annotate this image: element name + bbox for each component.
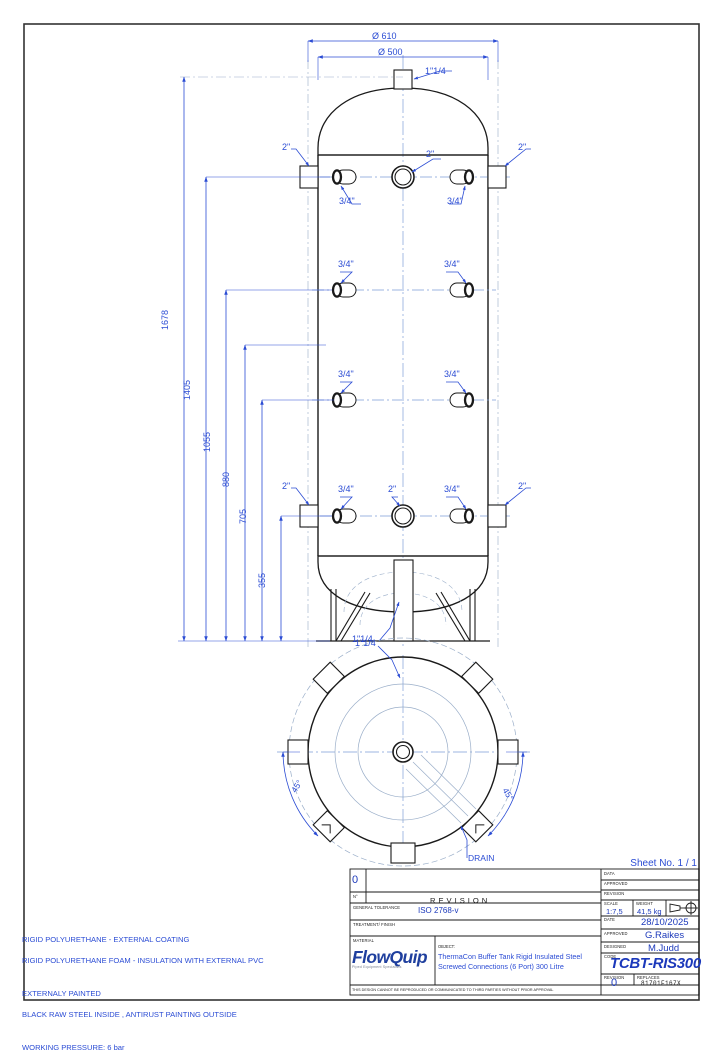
designed-label: DESIGNED: [604, 944, 627, 949]
port-2in-right-top: [487, 165, 507, 189]
revision-number-label: N°: [353, 894, 358, 899]
general-tolerance-label: GENERAL TOLERANCE: [353, 905, 401, 910]
date-value: 28/10/2025: [641, 917, 689, 928]
note-line-5: WORKING PRESSURE: 6 bar: [22, 1043, 125, 1053]
title-block-frame: [349, 868, 700, 996]
logo-text-flow: Flow: [352, 947, 390, 967]
port-row-bottom: [299, 504, 510, 528]
object-line-1: ThermaCon Buffer Tank Rigid Insulated St…: [438, 952, 582, 961]
elevation-view: [178, 39, 531, 648]
plan-head-inner-circle: [357, 706, 449, 798]
port-row-top: [299, 165, 510, 189]
designed-value: M.Judd: [648, 943, 680, 954]
port-row-2: [312, 282, 496, 298]
technical-drawing-canvas: [23, 23, 700, 1001]
plan-view: [277, 637, 530, 867]
data-label: DATA: [604, 871, 615, 876]
revision-bottom-label: REVISION: [604, 975, 625, 980]
object-line-2: Screwed Connections (6 Port) 300 Litre: [438, 961, 564, 971]
projection-symbol: [669, 901, 698, 915]
company-logo: FlowQuip Piped Equipment Specialists: [352, 948, 436, 978]
disclaimer-text: THIS DESIGN CANNOT BE REPRODUCED OR COMM…: [352, 988, 554, 992]
logo-text-quip: Quip: [389, 947, 427, 967]
port-callout-leaders: [291, 70, 531, 642]
plan-head-circle: [334, 683, 472, 821]
replaces-value: 81701F167X: [641, 980, 682, 987]
vertical-dimension-chain: [178, 76, 334, 642]
plan-angle-dimensions: [281, 751, 527, 837]
object-description: ThermaCon Buffer Tank Rigid Insulated St…: [438, 952, 598, 971]
revision-row-label: REVISION: [604, 891, 625, 896]
logo-text: FlowQuip: [352, 948, 436, 966]
port-row-3: [312, 392, 496, 408]
sheet-number: Sheet No. 1 / 1: [630, 858, 697, 869]
note-line-2: RIGID POLYURETHANE FOAM - INSULATION WIT…: [22, 955, 264, 965]
tank-legs: [330, 589, 476, 642]
material-label: MATERIAL: [353, 938, 374, 943]
hidden-base-arc: [343, 571, 463, 613]
scale-value: 1:7,5: [606, 907, 623, 916]
revision-bottom-value: 0: [611, 977, 618, 989]
weight-label: WEIGHT: [636, 901, 653, 906]
approved-top-label: APPROVED: [604, 881, 628, 886]
plan-leaders: [377, 645, 468, 858]
drawing-sheet: Ø 610 Ø 500 1"1/4 1678 1405 1055 880 705…: [22, 23, 701, 1052]
code-value: TCBT-RIS300: [610, 955, 701, 972]
revision-mark: 0: [352, 874, 359, 886]
general-tolerance-value: ISO 2768-v: [418, 906, 459, 915]
note-line-1: RIGID POLYURETHANE - EXTERNAL COATING: [22, 935, 190, 945]
bottom-drain-nozzle: [393, 559, 414, 642]
approved-label: APPROVED: [604, 931, 628, 936]
approved-value: G.Raikes: [645, 930, 685, 941]
scale-label: SCALE: [604, 901, 618, 906]
plan-drain-pipe: [405, 754, 477, 824]
note-line-4: BLACK RAW STEEL INSIDE , ANTIRUST PAINTI…: [22, 1009, 237, 1019]
logo-tagline: Piped Equipment Specialists: [352, 965, 402, 969]
note-line-3: EXTERNALY PAINTED: [22, 989, 101, 999]
revision-word: REVISION: [430, 896, 491, 905]
material-notes: RIGID POLYURETHANE - EXTERNAL COATING RI…: [22, 925, 342, 1064]
object-label: OBJECT:: [438, 944, 455, 949]
replaces-label: REPLACES: [637, 975, 660, 980]
date-label: DATE: [604, 917, 616, 922]
code-label: CODE: [604, 954, 617, 959]
top-nozzle: [393, 69, 413, 90]
treatment-finish-label: TREATMENT/ FINISH: [353, 922, 396, 927]
top-diameter-dimensions: [307, 39, 499, 80]
sheet-border: [23, 23, 700, 1001]
weight-value: 41,5 kg: [637, 907, 662, 916]
port-2in-right-bottom: [487, 504, 507, 528]
